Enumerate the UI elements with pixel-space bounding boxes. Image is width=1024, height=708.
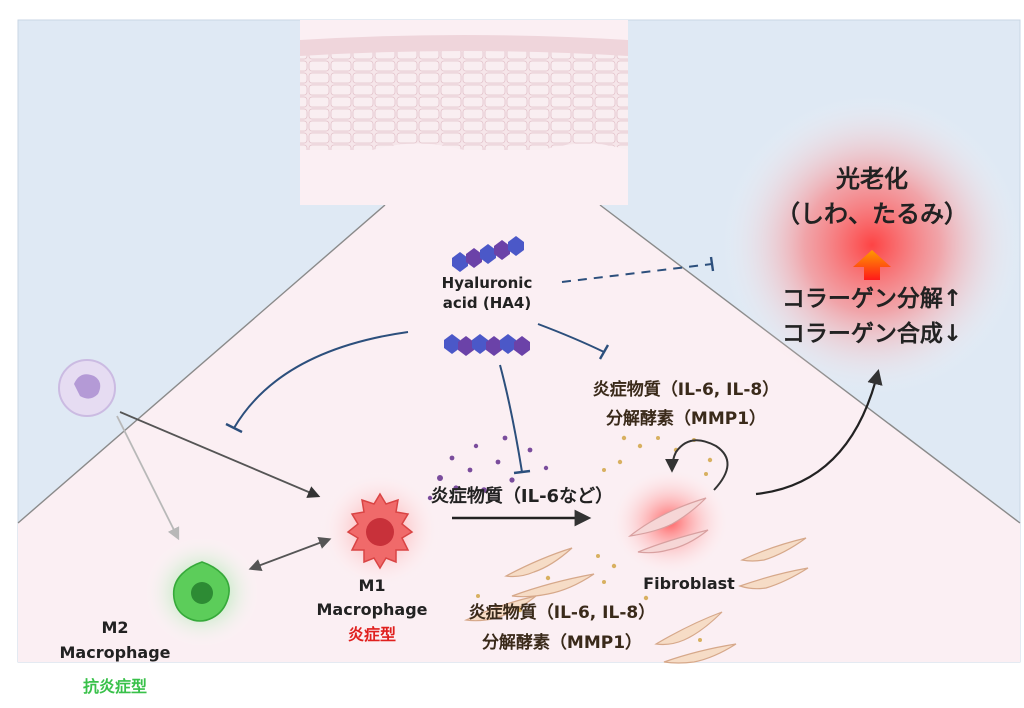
photoaging-glow xyxy=(722,95,1022,395)
fibroblast-group xyxy=(463,537,809,664)
monocyte-to-m2-arrow xyxy=(116,415,180,541)
photoaging-title: 光老化 xyxy=(835,165,908,193)
ha-inhibit-mediators-line xyxy=(499,364,523,473)
hyaluronic-label-line1: Hyaluronic xyxy=(442,274,533,292)
m1-m2-conversion-arrow xyxy=(248,536,332,572)
m2-type-label: 抗炎症型 xyxy=(83,677,147,696)
inhibit-bar xyxy=(225,422,243,434)
mediators-bottom-line1: 炎症物質（IL-6, IL-8） xyxy=(469,602,655,623)
ha-inhibit-fibroblast-line xyxy=(537,323,605,353)
m1-label-line1: M1 xyxy=(358,576,385,595)
monocyte-cell-icon xyxy=(58,359,116,417)
inhibit-bar xyxy=(709,256,715,272)
hyaluronic-acid-icon xyxy=(452,236,524,272)
m1-type-label: 炎症型 xyxy=(348,625,396,644)
m2-macrophage-icon xyxy=(172,561,230,622)
m2-label-line2: Macrophage xyxy=(59,643,170,662)
fibroblast-autocrine-arrow xyxy=(665,439,729,491)
m1-macrophage-icon xyxy=(346,492,414,570)
hyaluronic-label-line2: acid (HA4) xyxy=(443,294,531,312)
collagen-degradation-label: コラーゲン分解↑ xyxy=(782,285,962,312)
mediators-top-line2: 分解酵素（MMP1） xyxy=(606,408,766,429)
up-arrow-icon xyxy=(853,250,891,280)
mediators-mid-label: 炎症物質（IL-6など） xyxy=(431,485,613,507)
zoom-line-left xyxy=(17,204,386,524)
hyaluronic-acid-icon-2 xyxy=(444,334,530,356)
fibroblast-label: Fibroblast xyxy=(643,574,735,593)
inhibit-bar xyxy=(513,469,531,475)
fibroblast-to-photoaging-arrow xyxy=(755,369,883,496)
m2-label-line1: M2 xyxy=(101,618,128,637)
photoaging-subtitle: （しわ、たるみ） xyxy=(776,200,968,228)
ha-inhibit-m1-line xyxy=(233,331,409,429)
inhibit-bar xyxy=(598,344,610,360)
fibroblast-cell-icon xyxy=(627,497,709,554)
monocyte-to-m1-arrow xyxy=(119,411,321,498)
collagen-synthesis-label: コラーゲン合成↓ xyxy=(782,320,962,347)
mediators-bottom-line2: 分解酵素（MMP1） xyxy=(482,632,642,653)
mediator-dots xyxy=(427,435,549,501)
epidermis-layer xyxy=(300,35,628,205)
mediators-top-line1: 炎症物質（IL-6, IL-8） xyxy=(593,379,779,400)
m1-label-line2: Macrophage xyxy=(316,600,427,619)
